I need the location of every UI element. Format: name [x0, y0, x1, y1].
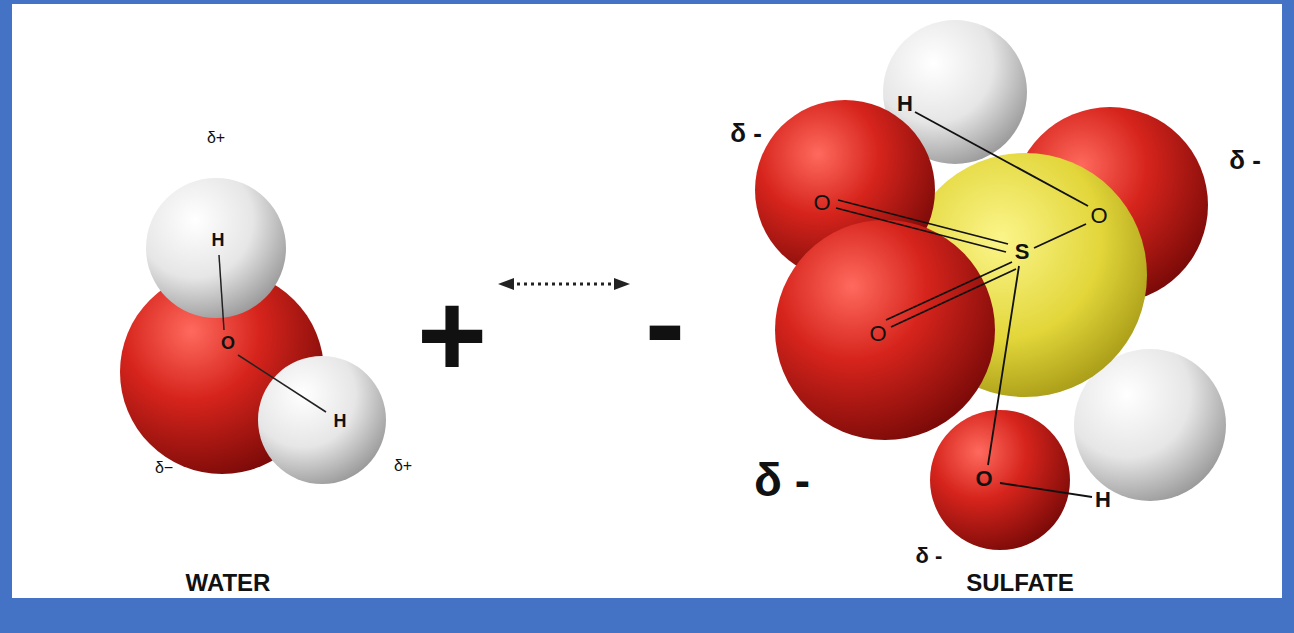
charge-label: δ -	[730, 120, 762, 146]
atom-label: H	[897, 93, 913, 115]
charge-label: δ+	[394, 458, 412, 474]
atom-label: O	[813, 192, 830, 214]
sulfate-molecule	[755, 20, 1226, 550]
atom-label: O	[221, 334, 235, 352]
attraction-arrow	[498, 278, 630, 290]
charge-label: δ -	[1229, 147, 1261, 173]
atom-label: S	[1015, 241, 1030, 263]
atom-label: H	[1095, 489, 1111, 511]
charge-label: δ+	[207, 130, 225, 146]
caption-label: SULFATE	[966, 571, 1074, 595]
atom-label: H	[334, 412, 347, 430]
charge-label: δ -	[916, 545, 943, 567]
water-molecule	[120, 178, 386, 484]
atom-label: O	[869, 323, 886, 345]
atom-label: H	[212, 231, 225, 249]
charge-label: δ -	[754, 457, 810, 503]
atom-label: O	[975, 468, 992, 490]
caption-label: WATER	[186, 571, 271, 595]
atom-label: O	[1090, 205, 1107, 227]
white-panel	[12, 4, 1282, 598]
charge-sign: +	[417, 275, 487, 395]
charge-sign: -	[645, 262, 685, 382]
charge-label: δ−	[155, 460, 173, 476]
